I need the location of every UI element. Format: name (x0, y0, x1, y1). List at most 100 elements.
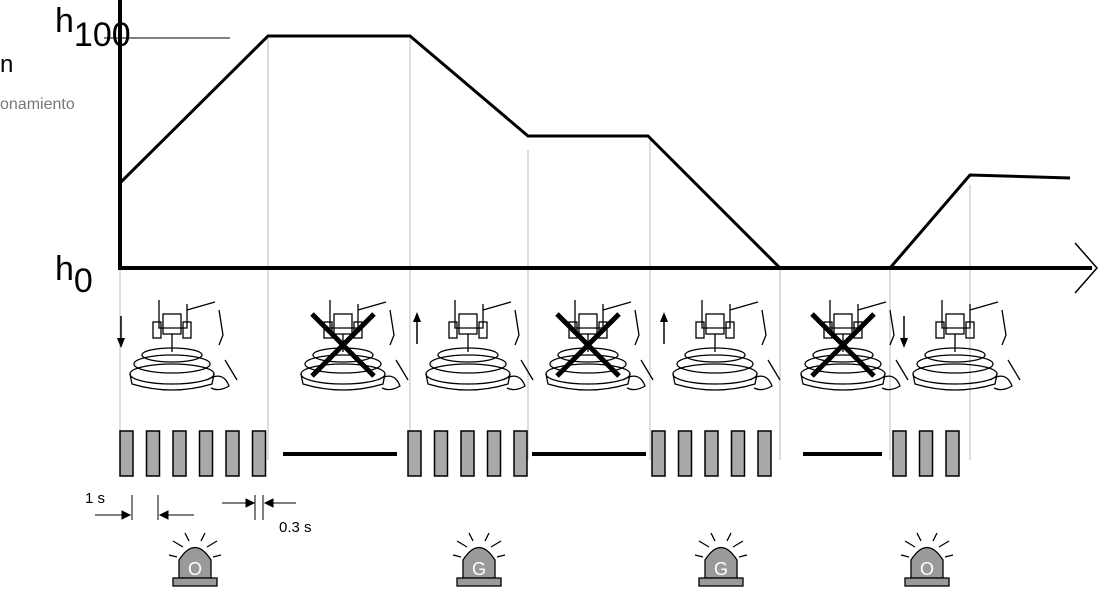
base-rim (672, 373, 758, 391)
base-rim (300, 373, 386, 391)
machine-illustration (300, 300, 409, 391)
spindle-clamp (323, 321, 333, 339)
beacon-letter: G (472, 559, 486, 579)
arrowhead (121, 510, 132, 520)
machine-frame (574, 300, 632, 329)
machine-frame (158, 300, 216, 329)
machine-frame (701, 300, 759, 329)
signal-pulse (198, 430, 214, 477)
h0-label: h0 (55, 250, 93, 300)
beacon-ray (484, 532, 490, 542)
beacon-ray (200, 532, 206, 542)
prohibited-cross-icon (810, 312, 876, 378)
signal-pulse (651, 430, 666, 477)
spindle-head (945, 313, 965, 335)
pulse-period-label: 1 s (85, 490, 105, 507)
pulse-gap-label: 0.3 s (279, 519, 312, 536)
spindle-head (333, 313, 353, 335)
machine-illustration (117, 300, 238, 391)
beacon-dome (178, 546, 212, 579)
machine-body-outline (761, 309, 781, 381)
beacon-ray (456, 540, 468, 548)
signal-pulse (704, 430, 719, 477)
signal-pulse (730, 430, 746, 477)
base-ring (141, 347, 203, 363)
spindle-clamp (598, 321, 608, 339)
beacon-ray (468, 532, 474, 542)
machine-illustration (900, 300, 1021, 391)
beacon-dome (704, 546, 738, 579)
arrowhead (158, 510, 169, 520)
spindle-clamp (853, 321, 863, 339)
operator-hand (622, 375, 646, 391)
machine-illustration (413, 300, 534, 391)
beacon-base (172, 577, 218, 587)
beacon-ray (738, 554, 748, 558)
operator-hand (989, 375, 1013, 391)
spindle-clamp (725, 321, 735, 339)
height-profile-line (118, 34, 1071, 270)
operator-hand (377, 375, 401, 391)
signal-pulse (892, 430, 907, 477)
base-ring (429, 354, 507, 374)
base-rim (129, 373, 215, 391)
warning-beacon-icon: G (452, 532, 506, 587)
x-axis-arrowhead (1074, 242, 1098, 294)
base-rim (912, 373, 998, 391)
beacon-base (456, 577, 502, 587)
signal-pulse (172, 430, 187, 477)
machine-body-outline (218, 309, 238, 381)
beacon-ray (900, 554, 910, 558)
warning-beacon-icon: O (900, 532, 954, 587)
spindle-head (458, 313, 478, 335)
cut-label-top: n (0, 51, 13, 78)
base-rim (800, 373, 886, 391)
beacon-dome (910, 546, 944, 579)
spindle-clamp (823, 321, 833, 339)
beacon-ray (938, 540, 950, 548)
base-ring (133, 354, 211, 374)
machine-body-outline (514, 309, 534, 381)
spindle-head (705, 313, 725, 335)
beacon-base (904, 577, 950, 587)
beacon-ray (694, 554, 704, 558)
spindle-clamp (152, 321, 162, 339)
arrowhead (245, 498, 256, 508)
beacon-ray (944, 554, 954, 558)
base-ring (425, 363, 511, 385)
spindle-head (578, 313, 598, 335)
beacon-letter: O (188, 559, 202, 579)
spindle-clamp (478, 321, 488, 339)
base-rim (425, 373, 511, 391)
spindle-clamp (695, 321, 705, 339)
machine-illustration (545, 300, 654, 391)
beacon-base (698, 577, 744, 587)
timing-annotations (95, 495, 296, 520)
signal-pulse (119, 430, 134, 477)
machine-illustration (800, 300, 909, 391)
beacon-letter: G (714, 559, 728, 579)
beacon-ray (916, 532, 922, 542)
base-ring (912, 363, 998, 385)
beacon-ray (726, 532, 732, 542)
spindle-head (833, 313, 853, 335)
signal-pulse (225, 430, 240, 477)
arrow-up-icon (660, 312, 668, 344)
spindle-clamp (353, 321, 363, 339)
arrow-down-icon (117, 316, 125, 348)
cut-label-bottom: onamiento (0, 96, 75, 113)
operator-hand (749, 375, 773, 391)
beacon-ray (452, 554, 462, 558)
base-ring (916, 354, 994, 374)
spindle-head (162, 313, 182, 335)
beacon-ray (206, 540, 218, 548)
base-ring (549, 354, 627, 374)
signal-pulse (145, 430, 161, 477)
beacon-dome (462, 546, 496, 579)
base-ring (924, 347, 986, 363)
signal-pulse (918, 430, 934, 477)
signal-pulse (251, 430, 267, 477)
beacon-ray (490, 540, 502, 548)
base-ring (804, 354, 882, 374)
